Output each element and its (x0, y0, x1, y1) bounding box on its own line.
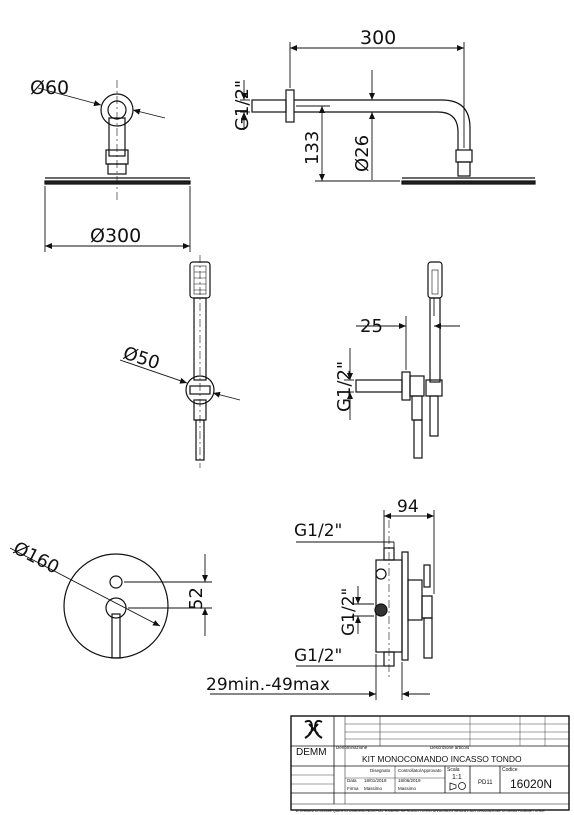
title-block (290, 715, 570, 811)
title-block-text: DEMM Denominazione Descrizione articolo … (296, 745, 552, 813)
sheet-value: PD11 (478, 780, 493, 786)
date-checked: 18/06/2019 (398, 778, 421, 783)
holder-diameter-label: Ø50 (120, 343, 162, 374)
denomination-header: Denominazione (336, 745, 368, 750)
valve-inlet-bottom-label: G1/2" (294, 646, 342, 666)
valve-depth-label: 94 (397, 497, 419, 517)
checked-header: Controllato/Approvato (398, 768, 442, 773)
head-diameter-label: Ø60 (30, 77, 69, 99)
arm-drop-label: 133 (302, 131, 323, 165)
arm-length-label: 300 (360, 27, 396, 49)
checked-name: Massimo (398, 786, 416, 791)
valve-plate-front-view (9, 547, 212, 659)
shower-head-side-view (37, 80, 191, 252)
date-header: Data (347, 778, 357, 783)
legal-disclaimer: A TERMINI DI LEGGE QUESTO DISEGNO NON PU… (296, 809, 545, 813)
plate-diameter-label: Ø160 (10, 538, 63, 579)
product-code: 16020N (510, 777, 552, 791)
drawn-name: Massimo (364, 786, 382, 791)
hand-shower-side-view (344, 261, 460, 459)
arm-tube-label: Ø26 (352, 135, 373, 172)
hand-shower-front-view (119, 255, 241, 468)
valve-spacing-label: 52 (186, 587, 207, 610)
drawn-header: Disegnato (370, 768, 391, 773)
valve-side-section (210, 510, 435, 700)
demm-logo-icon (304, 719, 323, 739)
scale-header: Scala (447, 767, 460, 773)
logo-text: DEMM (296, 747, 327, 758)
projection-symbol-icon (458, 782, 466, 790)
code-header: Codice (502, 767, 518, 773)
date-drawn: 18/01/2018 (364, 778, 387, 783)
description-header: Descrizione articolo (430, 745, 470, 750)
shower-arm-view (240, 42, 536, 185)
arm-thread-label: G1/2" (232, 80, 253, 131)
valve-outlet-label: G1/2" (339, 588, 359, 636)
valve-inlet-top-label: G1/2" (294, 521, 342, 541)
product-description: KIT MONOCOMANDO INCASSO TONDO (362, 754, 522, 764)
signature-header: Firma (347, 786, 359, 791)
scale-value: 1:1 (452, 774, 462, 781)
wall-range-label: 29min.-49max (206, 675, 330, 695)
elbow-projection-label: 25 (360, 316, 383, 337)
shower-diameter-label: Ø300 (90, 225, 141, 247)
elbow-thread-label: G1/2" (334, 361, 355, 412)
